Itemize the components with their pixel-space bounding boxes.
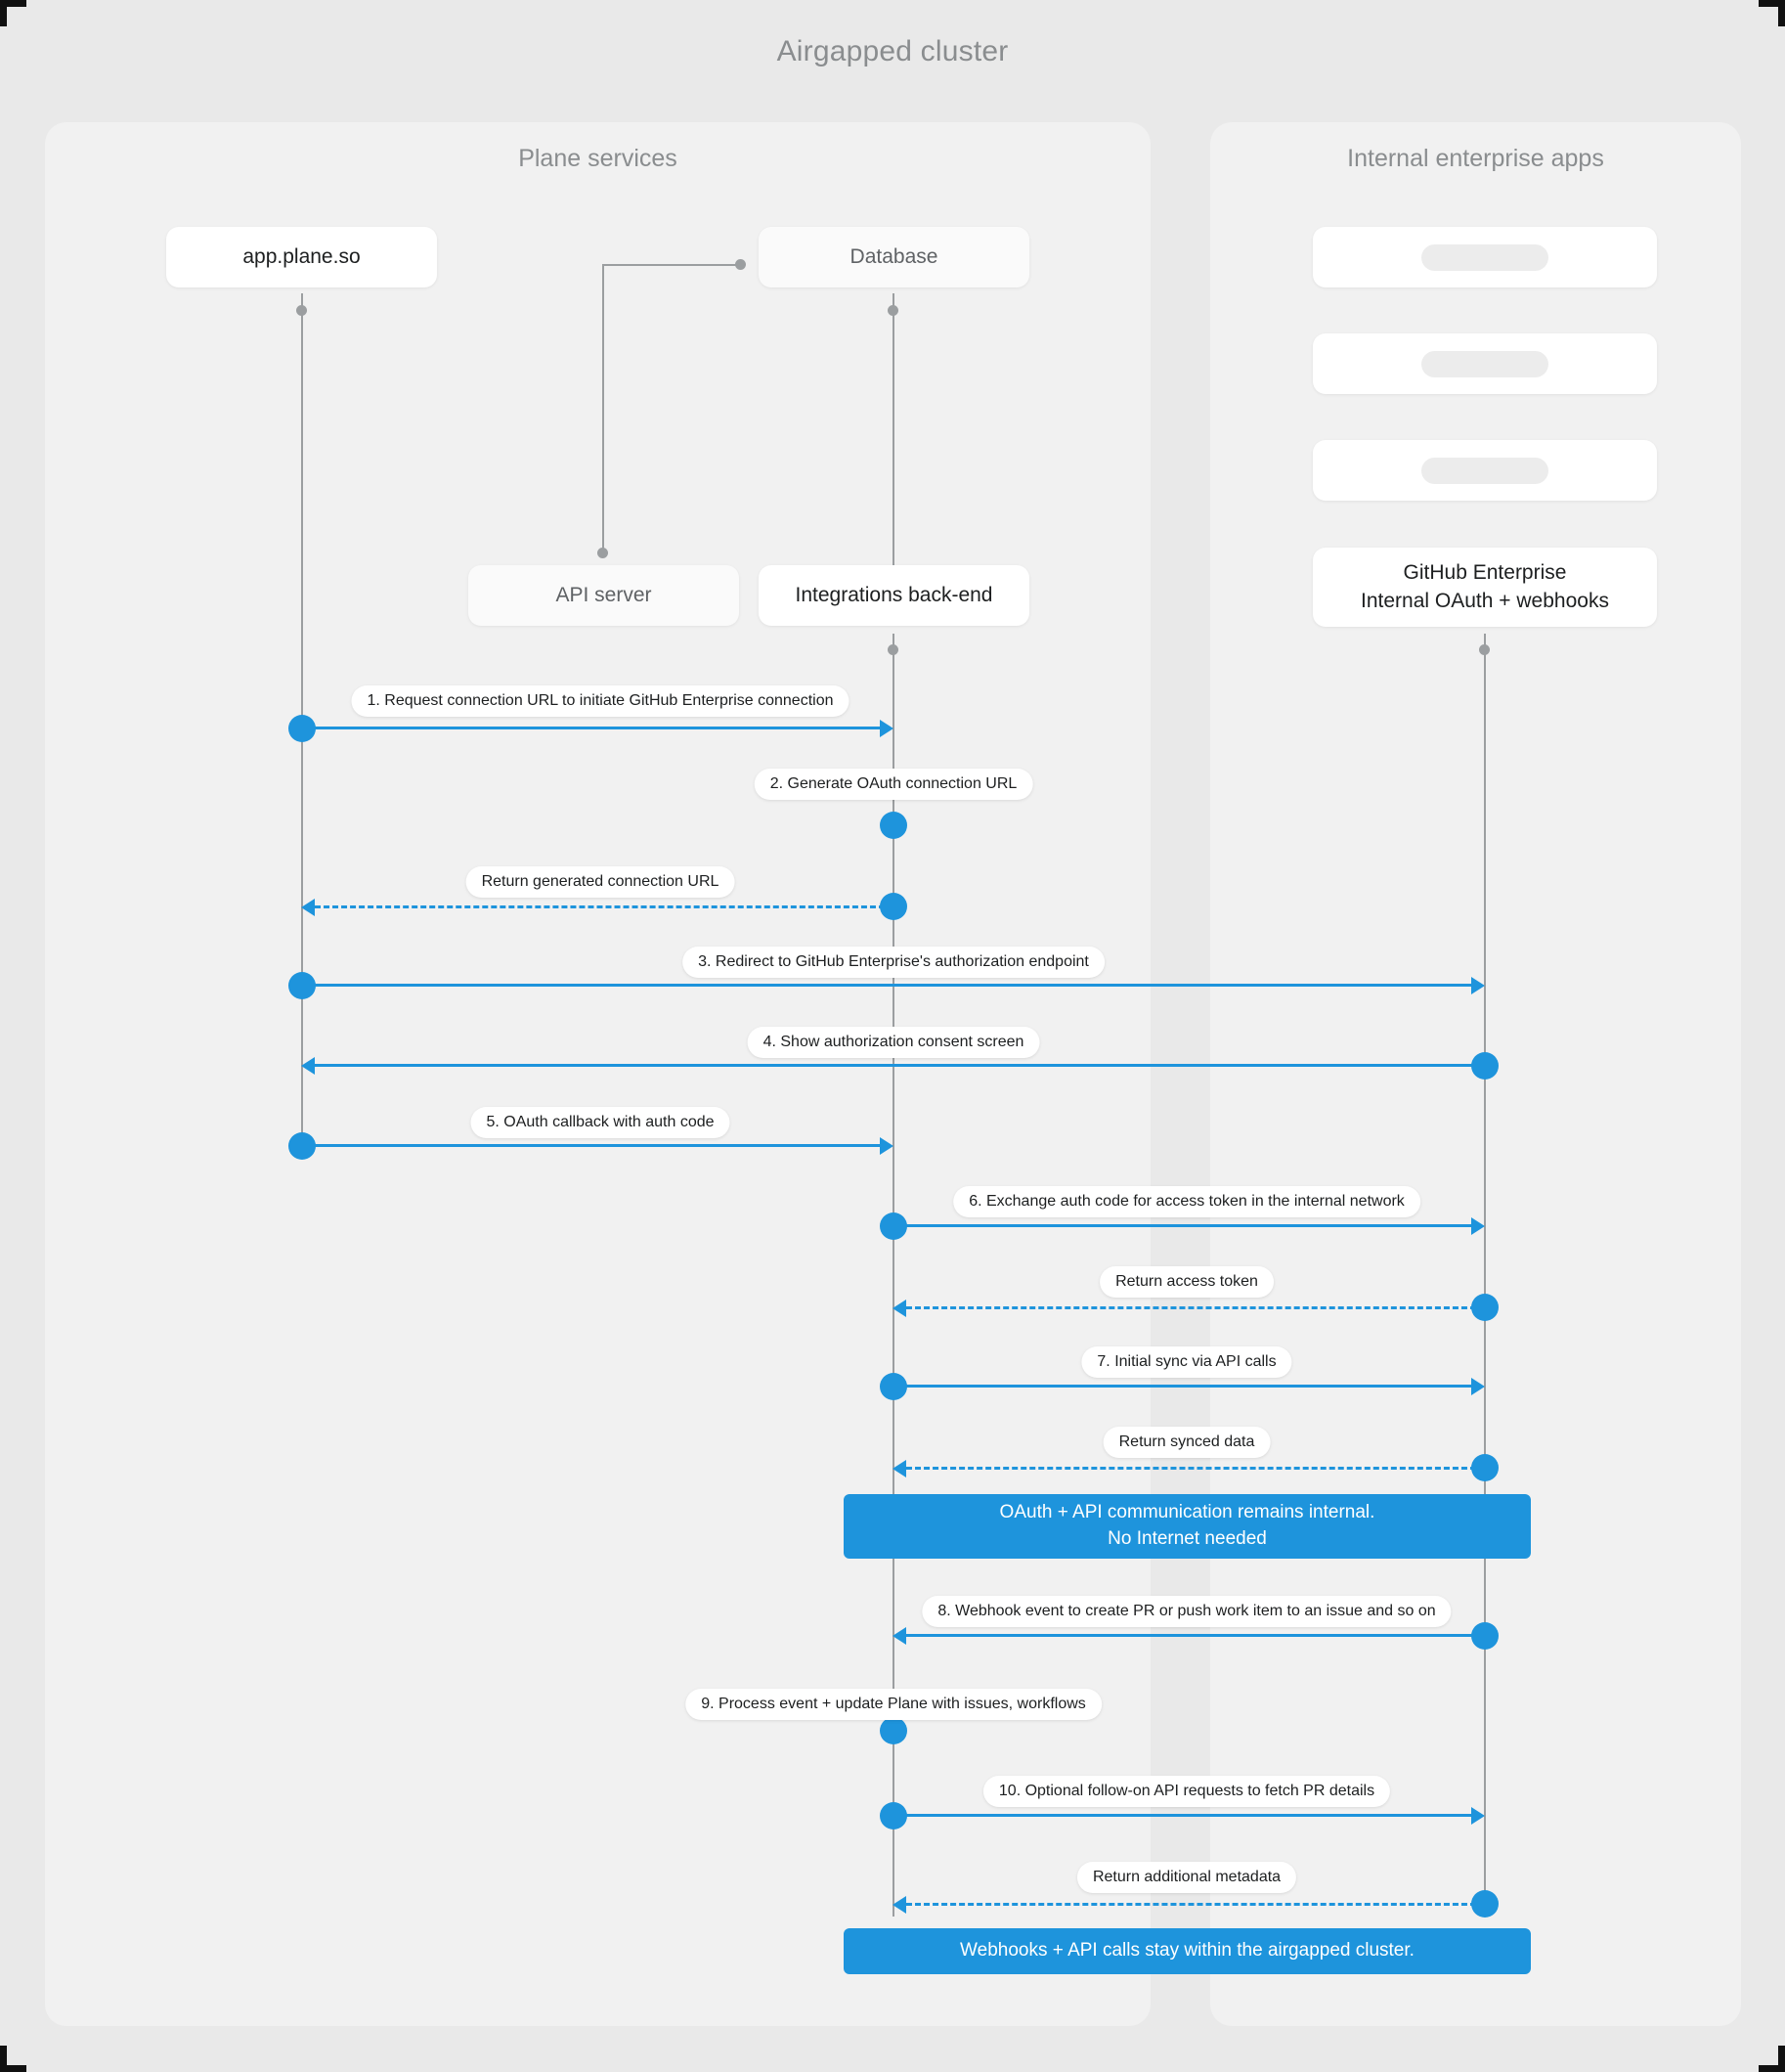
message-arrowhead-13 — [1471, 1807, 1485, 1825]
group-title-plane-services: Plane services — [518, 145, 677, 172]
connector-api-server-vertical — [602, 264, 604, 553]
participant-github-enterprise-line2: Internal OAuth + webhooks — [1361, 589, 1609, 612]
participant-github-enterprise[interactable]: GitHub Enterprise Internal OAuth + webho… — [1313, 548, 1657, 627]
crop-mark-bottom-right — [1759, 2046, 1785, 2072]
lifeline-dot-github-enterprise — [1479, 644, 1490, 655]
message-line-7 — [893, 1224, 1475, 1227]
message-arrowhead-8 — [892, 1300, 906, 1317]
message-label-11: 8. Webhook event to create PR or push wo… — [922, 1596, 1452, 1627]
message-line-5 — [315, 1064, 1478, 1067]
message-label-3: Return generated connection URL — [465, 866, 735, 898]
message-label-8: Return access token — [1100, 1266, 1274, 1298]
message-marker-12 — [880, 1717, 907, 1744]
message-line-14 — [906, 1903, 1485, 1906]
message-line-8 — [906, 1306, 1485, 1309]
connector-api-server-horizontal — [602, 264, 741, 266]
message-marker-2 — [880, 812, 907, 839]
message-arrowhead-1 — [880, 720, 893, 737]
message-arrowhead-14 — [892, 1896, 906, 1914]
message-line-13 — [893, 1814, 1475, 1817]
message-label-9: 7. Initial sync via API calls — [1081, 1346, 1292, 1378]
message-line-4 — [302, 984, 1475, 987]
connector-dot-database — [735, 259, 746, 270]
participant-database-label: Database — [849, 244, 938, 268]
crop-mark-bottom-left — [0, 2046, 26, 2072]
note-airgapped-cluster: Webhooks + API calls stay within the air… — [844, 1928, 1531, 1974]
message-marker-1 — [288, 715, 316, 742]
message-arrowhead-3 — [301, 899, 315, 916]
message-line-3 — [315, 905, 893, 908]
message-line-11 — [906, 1634, 1478, 1637]
note-airgapped-cluster-line1: Webhooks + API calls stay within the air… — [960, 1940, 1415, 1962]
message-label-5: 4. Show authorization consent screen — [747, 1027, 1040, 1058]
participant-integrations-backend-label: Integrations back-end — [795, 583, 993, 606]
message-line-9 — [893, 1385, 1475, 1388]
message-marker-10 — [1471, 1454, 1499, 1481]
participant-placeholder-2[interactable] — [1313, 333, 1657, 394]
message-arrowhead-5 — [301, 1057, 315, 1075]
lifeline-database — [892, 293, 894, 565]
crop-mark-top-left — [0, 0, 26, 26]
message-marker-9 — [880, 1373, 907, 1400]
message-marker-8 — [1471, 1294, 1499, 1321]
note-oauth-internal: OAuth + API communication remains intern… — [844, 1494, 1531, 1559]
message-marker-14 — [1471, 1890, 1499, 1918]
message-arrowhead-4 — [1471, 977, 1485, 994]
message-marker-3 — [880, 893, 907, 920]
participant-api-server-label: API server — [555, 583, 652, 606]
message-line-6 — [302, 1144, 884, 1147]
message-label-10: Return synced data — [1103, 1427, 1271, 1458]
placeholder-bar-icon — [1421, 243, 1548, 271]
message-marker-13 — [880, 1802, 907, 1830]
message-label-13: 10. Optional follow-on API requests to f… — [982, 1776, 1391, 1807]
group-title-internal-enterprise-apps: Internal enterprise apps — [1347, 145, 1604, 172]
message-line-10 — [906, 1467, 1485, 1470]
connector-dot-api-server — [597, 548, 608, 558]
message-line-1 — [302, 727, 884, 729]
participant-placeholder-1[interactable] — [1313, 227, 1657, 287]
message-arrowhead-6 — [880, 1137, 893, 1155]
message-label-14: Return additional metadata — [1076, 1862, 1297, 1893]
participant-placeholder-3[interactable] — [1313, 440, 1657, 501]
lifeline-integrations-backend — [892, 634, 894, 1917]
participant-app-plane-so[interactable]: app.plane.so — [166, 227, 437, 287]
message-label-4: 3. Redirect to GitHub Enterprise's autho… — [682, 947, 1105, 978]
note-oauth-internal-line1: OAuth + API communication remains intern… — [999, 1502, 1375, 1523]
diagram-title: Airgapped cluster — [776, 35, 1009, 67]
message-arrowhead-11 — [892, 1627, 906, 1645]
message-arrowhead-10 — [892, 1460, 906, 1477]
message-arrowhead-9 — [1471, 1378, 1485, 1395]
message-marker-7 — [880, 1212, 907, 1240]
message-marker-6 — [288, 1132, 316, 1160]
message-marker-4 — [288, 972, 316, 999]
participant-github-enterprise-line1: GitHub Enterprise — [1403, 561, 1567, 585]
participant-api-server[interactable]: API server — [468, 565, 739, 626]
message-label-7: 6. Exchange auth code for access token i… — [953, 1186, 1420, 1217]
crop-mark-top-right — [1759, 0, 1785, 26]
message-label-6: 5. OAuth callback with auth code — [470, 1107, 730, 1138]
lifeline-dot-integrations-backend — [888, 644, 898, 655]
lifeline-dot-app-plane-so — [296, 305, 307, 316]
message-label-1: 1. Request connection URL to initiate Gi… — [351, 685, 849, 717]
message-label-2: 2. Generate OAuth connection URL — [754, 769, 1033, 800]
placeholder-bar-icon — [1421, 350, 1548, 377]
note-oauth-internal-line2: No Internet needed — [1108, 1528, 1267, 1549]
participant-app-plane-so-label: app.plane.so — [242, 244, 361, 268]
message-marker-5 — [1471, 1052, 1499, 1080]
participant-database[interactable]: Database — [759, 227, 1029, 287]
lifeline-dot-database — [888, 305, 898, 316]
message-arrowhead-7 — [1471, 1217, 1485, 1235]
participant-integrations-backend[interactable]: Integrations back-end — [759, 565, 1029, 626]
group-panel-plane-services — [45, 122, 1151, 2026]
lifeline-github-enterprise — [1484, 634, 1486, 1917]
placeholder-bar-icon — [1421, 457, 1548, 484]
message-marker-11 — [1471, 1622, 1499, 1650]
message-label-12: 9. Process event + update Plane with iss… — [685, 1689, 1102, 1720]
